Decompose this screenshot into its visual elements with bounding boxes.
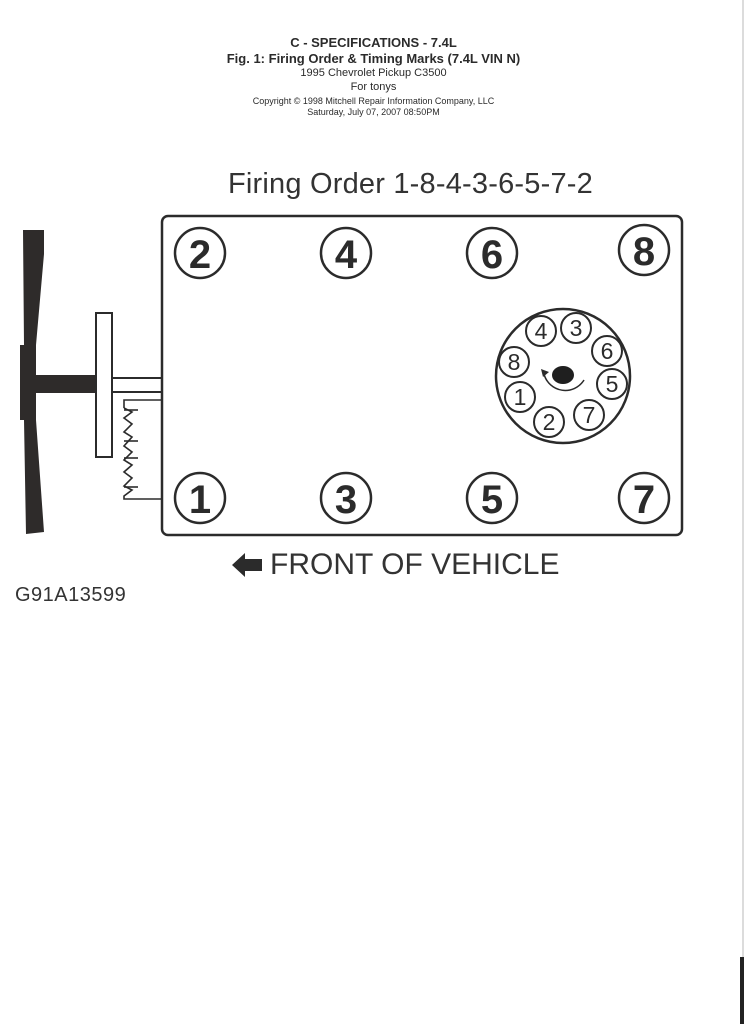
svg-text:4: 4 [335,233,358,277]
date-label: Saturday, July 07, 2007 08:50PM [307,107,440,117]
cylinder-6: 6 [465,226,519,280]
distributor-cap: 4 3 6 5 7 2 1 8 [494,307,632,445]
terminal-6: 6 [601,338,614,364]
rotor-hub [552,366,574,384]
engine-diagram: 2 4 6 8 1 3 5 7 [20,214,684,537]
front-of-vehicle-label: FRONT OF VEHICLE [270,548,560,581]
svg-text:2: 2 [189,233,211,277]
vehicle-label: 1995 Chevrolet Pickup C3500 [300,67,447,79]
svg-text:3: 3 [335,478,357,522]
figure-title: Fig. 1: Firing Order & Timing Marks (7.4… [226,51,521,66]
terminal-1: 1 [514,384,527,410]
cylinder-7: 7 [617,471,671,525]
terminal-5: 5 [606,371,619,397]
figure-code: G91A13599 [15,584,127,606]
cylinder-2: 2 [173,226,227,280]
front-of-vehicle-indicator: FRONT OF VEHICLE [232,548,559,582]
timing-marks [122,399,162,500]
pulley-icon [20,230,98,534]
terminal-2: 2 [543,409,556,435]
firing-order-title: Firing Order 1-8-4-3-6-5-7-2 [228,168,593,200]
cylinder-5: 5 [465,471,519,525]
scan-edge-mark [740,957,744,1024]
for-user-label: For tonys [350,81,397,93]
cylinder-1: 1 [173,471,227,525]
svg-text:5: 5 [481,478,503,522]
rotation-arrow-icon [543,373,585,392]
svg-text:1: 1 [189,478,211,522]
svg-text:7: 7 [633,478,655,522]
cylinder-4: 4 [319,226,373,280]
arrow-left-icon [232,553,262,577]
svg-text:8: 8 [633,230,655,274]
engine-block [160,214,684,537]
terminal-4: 4 [535,318,548,344]
timing-plate [95,312,113,458]
page-edge [742,0,744,1024]
section-title: C - SPECIFICATIONS - 7.4L [290,35,457,50]
terminal-8: 8 [508,349,521,375]
terminal-7: 7 [583,402,596,428]
cylinder-8: 8 [617,223,671,277]
terminal-3: 3 [570,315,583,341]
svg-text:6: 6 [481,233,503,277]
cylinder-3: 3 [319,471,373,525]
copyright-label: Copyright © 1998 Mitchell Repair Informa… [252,96,495,106]
